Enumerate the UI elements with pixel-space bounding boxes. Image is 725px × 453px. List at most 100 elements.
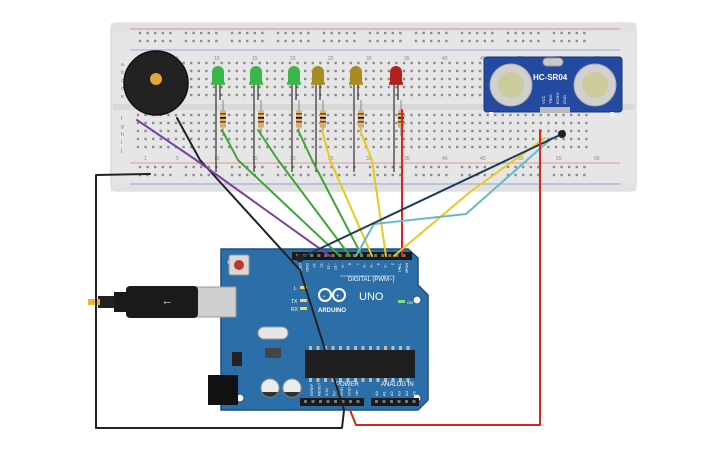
led-5[interactable] <box>349 66 363 172</box>
crystal <box>257 326 289 340</box>
wire-yellow-led-4[interactable] <box>321 129 373 257</box>
reset-button-cap[interactable] <box>234 260 244 270</box>
usb-port <box>195 286 237 318</box>
digital-pin-label: 4 <box>376 263 381 266</box>
column-number: 20 <box>290 156 296 162</box>
power-pin-label: Vin <box>354 390 359 396</box>
digital-pin-label: GND <box>305 263 310 272</box>
led-l-label: L <box>294 286 297 292</box>
column-number: 40 <box>442 156 448 162</box>
column-number: 25 <box>328 56 334 62</box>
row-letter: c <box>121 78 124 84</box>
led-on-label: ON <box>407 300 413 305</box>
digital-pin-label: 2 <box>390 263 395 266</box>
analog-label: ANALOG IN <box>381 382 414 388</box>
power-pin-label: GND <box>339 387 344 396</box>
digital-label: DIGITAL (PWM~) <box>348 277 395 283</box>
row-letter: b <box>121 70 124 76</box>
analog-header[interactable] <box>371 398 419 406</box>
sensor-crystal <box>542 57 564 67</box>
column-number: 10 <box>214 56 220 62</box>
svg-text:−: − <box>322 294 326 300</box>
wire-green-led-1[interactable] <box>221 129 341 257</box>
analog-pin-label: A0 <box>374 390 379 396</box>
usb-cable[interactable]: ⭠ <box>88 286 237 318</box>
row-letter: e <box>121 94 124 100</box>
arduino-model: UNO <box>359 291 384 303</box>
wire-black-buzzer-gnd[interactable] <box>95 117 345 429</box>
column-number: 60 <box>594 156 600 162</box>
column-number: 15 <box>252 156 258 162</box>
smd-chip <box>265 348 281 358</box>
row-letter: i <box>121 140 122 146</box>
sensor-pin-label: TRIG <box>548 94 553 104</box>
column-number: 20 <box>290 56 296 62</box>
breadboard-row-letters: a b c d e f g h i j <box>120 62 124 154</box>
mounting-hole <box>412 295 422 305</box>
sensor-pin-label: GND <box>562 95 567 104</box>
led-rx-label: RX <box>291 307 299 313</box>
wires[interactable] <box>95 109 566 429</box>
digital-pin-label: ~9 <box>341 263 346 268</box>
digital-pin-label: ~5 <box>369 263 374 268</box>
analog-pin-label: A3 <box>397 390 402 396</box>
wire-endpoint[interactable] <box>296 254 304 262</box>
led-6[interactable] <box>389 66 403 172</box>
atmega-chip-pins <box>309 346 410 382</box>
dc-power-jack[interactable] <box>208 375 238 405</box>
sensor-r-label: R <box>610 112 615 119</box>
column-number: 45 <box>480 156 486 162</box>
sensor-pin-label: ECHO <box>555 92 560 104</box>
sensor-pin-labels: VCC TRIG ECHO GND <box>541 92 567 104</box>
power-header[interactable] <box>300 398 364 406</box>
digital-pin-label: AREF <box>298 263 303 274</box>
led-4[interactable] <box>311 66 325 172</box>
wire-green-led-2[interactable] <box>257 129 351 257</box>
digital-pin-label: RX◂0 <box>405 263 410 274</box>
wire-yellow-trig[interactable] <box>393 137 546 257</box>
column-number: 30 <box>366 56 372 62</box>
wire-green-led-3[interactable] <box>297 129 363 257</box>
buzzer-hole <box>150 73 162 85</box>
piezo-buzzer[interactable] <box>123 50 189 116</box>
column-number: 30 <box>366 156 372 162</box>
digital-header[interactable] <box>292 252 412 260</box>
digital-pin-label: ~6 <box>362 263 367 268</box>
column-number: 25 <box>328 156 334 162</box>
analog-pin-label: A1 <box>382 390 387 396</box>
column-number: 15 <box>252 56 258 62</box>
arduino-brand: ARDUINO <box>318 308 346 314</box>
led-1[interactable] <box>211 66 225 172</box>
column-number: 1 <box>144 156 147 162</box>
sensor-model-label: HC-SR04 <box>533 73 568 82</box>
resistor[interactable] <box>258 100 264 136</box>
wire-navy-gnd[interactable] <box>299 133 563 259</box>
column-number: 5 <box>176 156 179 162</box>
usb-plug[interactable] <box>126 286 198 318</box>
svg-text:+: + <box>336 294 340 300</box>
led-3[interactable] <box>287 66 301 172</box>
power-pin-label: 3.3V <box>324 387 329 396</box>
row-letter: a <box>121 62 124 68</box>
ultrasonic-sensor[interactable]: HC-SR04 T R VCC TRIG ECHO GND <box>483 56 623 119</box>
column-number: 50 <box>518 156 524 162</box>
voltage-regulator <box>232 352 242 366</box>
wire-red-vcc[interactable] <box>349 129 541 426</box>
column-number: 40 <box>442 56 448 62</box>
column-number: 55 <box>556 156 562 162</box>
digital-pin-label: 13 <box>312 263 317 268</box>
power-label: POWER <box>336 382 359 388</box>
led-2[interactable] <box>249 66 263 172</box>
wire-purple-buzzer[interactable] <box>136 119 331 257</box>
wire-endpoint[interactable] <box>558 130 566 138</box>
power-pin-label: IOREF <box>309 383 314 396</box>
sensor-t-label: T <box>489 112 494 119</box>
led-array[interactable] <box>211 66 404 172</box>
digital-pin-label: ~3 <box>383 263 388 268</box>
wire-teal-echo[interactable] <box>355 137 553 257</box>
